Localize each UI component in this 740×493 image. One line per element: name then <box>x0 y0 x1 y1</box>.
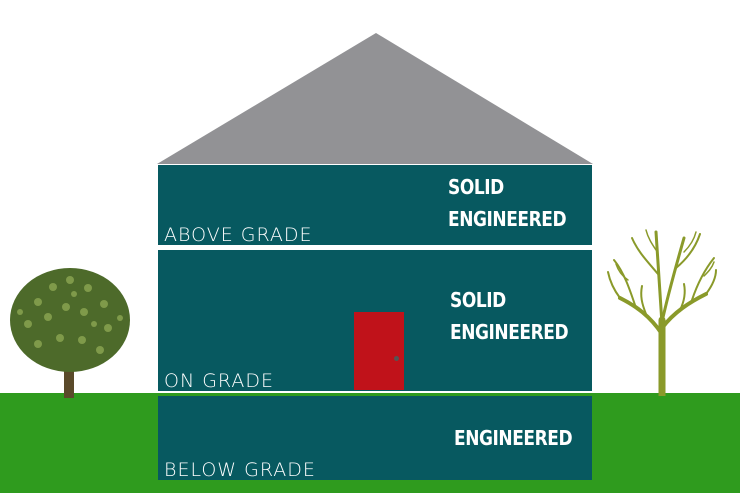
above-grade-flooring-types: SOLID ENGINEERED <box>448 171 567 235</box>
on-grade-label: ON GRADE <box>164 370 274 392</box>
above-grade-floor: ABOVE GRADE SOLID ENGINEERED <box>158 165 592 245</box>
flooring-type-engineered: ENGINEERED <box>450 320 569 344</box>
door-icon <box>354 312 404 390</box>
above-grade-label: ABOVE GRADE <box>164 224 313 246</box>
flooring-type-solid: SOLID <box>448 175 504 199</box>
leafy-tree-icon <box>10 268 130 398</box>
below-grade-flooring-types: ENGINEERED <box>454 422 573 454</box>
below-grade-floor: BELOW GRADE ENGINEERED <box>158 396 592 480</box>
door-knob <box>394 356 399 361</box>
below-grade-label: BELOW GRADE <box>164 459 316 481</box>
on-grade-flooring-types: SOLID ENGINEERED <box>450 284 569 348</box>
flooring-type-solid: SOLID <box>450 288 506 312</box>
bare-tree-icon <box>607 229 717 396</box>
flooring-type-engineered: ENGINEERED <box>454 426 573 450</box>
flooring-type-engineered: ENGINEERED <box>448 207 567 231</box>
